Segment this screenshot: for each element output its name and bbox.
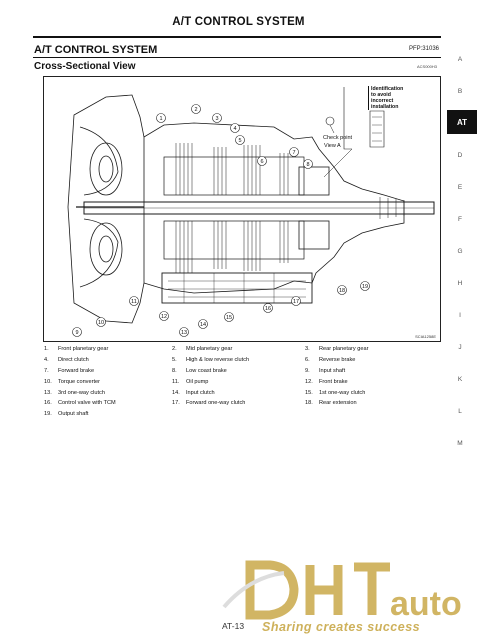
svg-text:7: 7 xyxy=(292,150,295,156)
legend-item: 14.Input clutch xyxy=(172,389,215,396)
component-legend: 1.Front planetary gear 2.Mid planetary g… xyxy=(44,344,424,420)
legend-row: 7.Forward brake 8.Low coast brake 9.Inpu… xyxy=(44,366,424,377)
cross-section-figure: 1 2 3 4 5 6 7 8 9 10 11 12 13 14 15 16 1… xyxy=(43,76,441,342)
index-tab-at-active[interactable]: AT xyxy=(447,110,477,134)
page-number: AT-13 xyxy=(222,621,245,631)
legend-item: 2.Mid planetary gear xyxy=(172,346,233,353)
legend-item: 3.Rear planetary gear xyxy=(305,346,369,353)
svg-text:11: 11 xyxy=(131,299,137,305)
view-a-label: View A xyxy=(324,143,341,149)
index-tab-j[interactable]: J xyxy=(458,344,462,351)
svg-text:4: 4 xyxy=(233,126,236,132)
index-tab-a[interactable]: A xyxy=(457,56,463,63)
svg-text:18: 18 xyxy=(339,288,345,294)
section-ref: PFP:31036 xyxy=(408,46,439,52)
svg-text:2: 2 xyxy=(194,107,197,113)
index-tab-f[interactable]: F xyxy=(458,216,462,223)
callout-2: 2 xyxy=(191,104,201,114)
svg-text:16: 16 xyxy=(265,306,271,312)
index-tab-h[interactable]: H xyxy=(457,280,463,287)
index-tab-b[interactable]: B xyxy=(457,88,463,95)
header-rule xyxy=(33,36,441,38)
section-rule xyxy=(33,57,441,59)
callout-1: 1 xyxy=(156,113,166,123)
callout-13: 13 xyxy=(179,327,189,337)
svg-text:1: 1 xyxy=(159,116,162,122)
callout-12: 12 xyxy=(159,311,169,321)
legend-item: 11.Oil pump xyxy=(172,378,209,385)
subsection-title: Cross-Sectional View xyxy=(34,61,136,72)
svg-text:8: 8 xyxy=(306,162,309,168)
legend-row: 19.Output shaft xyxy=(44,409,424,420)
index-tab-k[interactable]: K xyxy=(457,376,463,383)
subsection-fig-id: ACS000H3 xyxy=(416,64,437,69)
watermark-tagline: Sharing creates success xyxy=(262,620,421,634)
legend-item: 6.Reverse brake xyxy=(305,357,356,364)
svg-text:3: 3 xyxy=(215,116,218,122)
callout-4: 4 xyxy=(230,123,240,133)
legend-item: 16.Control valve with TCM xyxy=(44,400,116,407)
legend-item: 17.Forward one-way clutch xyxy=(172,400,246,407)
svg-text:19: 19 xyxy=(362,284,368,290)
callout-3: 3 xyxy=(212,113,222,123)
legend-row: 10.Torque converter 11.Oil pump 12.Front… xyxy=(44,376,424,387)
callout-11: 11 xyxy=(129,296,139,306)
index-tab-d[interactable]: D xyxy=(457,152,463,159)
legend-item: 19.Output shaft xyxy=(44,411,89,418)
callout-18: 18 xyxy=(337,285,347,295)
callout-14: 14 xyxy=(198,319,208,329)
legend-item: 18.Rear extension xyxy=(305,400,357,407)
legend-item: 15.1st one-way clutch xyxy=(305,389,366,396)
index-tab-m[interactable]: M xyxy=(457,440,463,447)
callout-8: 8 xyxy=(303,159,313,169)
legend-row: 13.3rd one-way clutch 14.Input clutch 15… xyxy=(44,387,424,398)
svg-text:auto: auto xyxy=(390,585,462,623)
callout-19: 19 xyxy=(360,281,370,291)
dhtauto-watermark-logo: auto xyxy=(222,560,462,623)
legend-item: 7.Forward brake xyxy=(44,367,95,374)
legend-item: 10.Torque converter xyxy=(44,378,100,385)
identification-callout: Identification to avoid incorrect instal… xyxy=(368,86,427,110)
index-tab-l[interactable]: L xyxy=(458,408,462,415)
svg-text:9: 9 xyxy=(75,330,78,336)
svg-text:15: 15 xyxy=(226,315,232,321)
callout-15: 15 xyxy=(224,312,234,322)
svg-text:13: 13 xyxy=(181,330,187,336)
legend-row: 16.Control valve with TCM 17.Forward one… xyxy=(44,398,424,409)
legend-item: 5.High & low reverse clutch xyxy=(172,357,250,364)
index-tab-g[interactable]: G xyxy=(457,248,463,255)
svg-text:17: 17 xyxy=(293,299,299,305)
legend-row: 1.Front planetary gear 2.Mid planetary g… xyxy=(44,344,424,355)
svg-text:14: 14 xyxy=(200,322,206,328)
svg-text:6: 6 xyxy=(260,159,263,165)
legend-item: 1.Front planetary gear xyxy=(44,346,109,353)
index-tab-e[interactable]: E xyxy=(457,184,463,191)
legend-item: 8.Low coast brake xyxy=(172,367,227,374)
legend-item: 4.Direct clutch xyxy=(44,357,89,364)
legend-item: 12.Front brake xyxy=(305,378,348,385)
legend-item: 13.3rd one-way clutch xyxy=(44,389,105,396)
legend-row: 4.Direct clutch 5.High & low reverse clu… xyxy=(44,355,424,366)
callout-17: 17 xyxy=(291,296,301,306)
svg-text:12: 12 xyxy=(161,314,167,320)
svg-text:5: 5 xyxy=(238,138,241,144)
transmission-drawing: 1 2 3 4 5 6 7 8 9 10 11 12 13 14 15 16 1… xyxy=(67,87,435,337)
legend-item: 9.Input shaft xyxy=(305,367,346,374)
callout-9: 9 xyxy=(72,327,82,337)
svg-text:10: 10 xyxy=(98,320,104,326)
section-title: A/T CONTROL SYSTEM xyxy=(34,44,158,56)
callout-5: 5 xyxy=(235,135,245,145)
callout-10: 10 xyxy=(96,317,106,327)
figure-code: SCIA1258E xyxy=(415,334,436,339)
check-point-label: Check point xyxy=(323,135,353,141)
page-header-title: A/T CONTROL SYSTEM xyxy=(172,16,305,28)
index-tab-i[interactable]: I xyxy=(459,312,461,319)
callout-7: 7 xyxy=(289,147,299,157)
callout-6: 6 xyxy=(257,156,267,166)
callout-16: 16 xyxy=(263,303,273,313)
